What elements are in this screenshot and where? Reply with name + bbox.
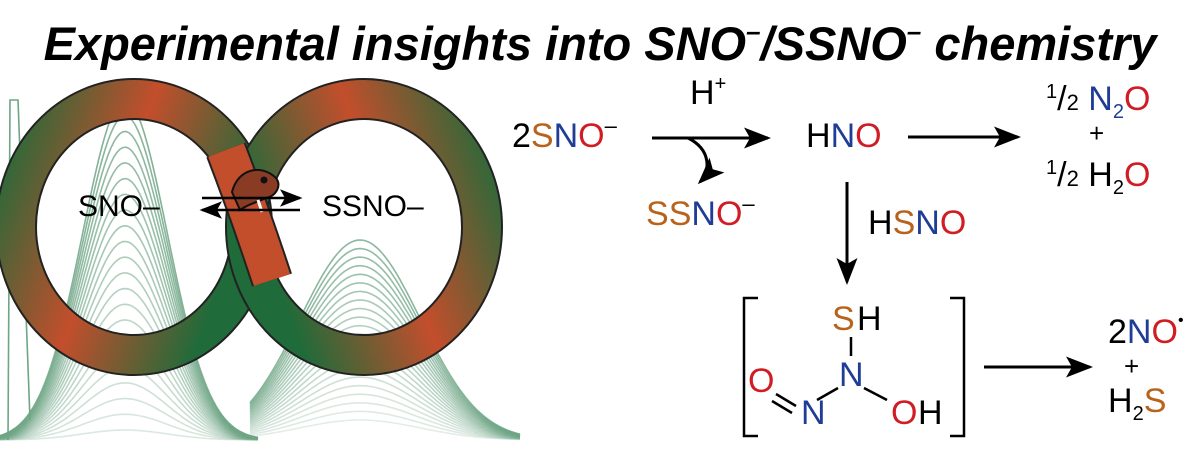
- spectrum-trace-left: [0, 256, 259, 440]
- spectrum-trace-right: [249, 316, 521, 438]
- spectrum-trace-right: [249, 419, 521, 441]
- spectrum-trace-left: [0, 240, 259, 440]
- plus-sign: +: [1089, 118, 1104, 148]
- atom-o-hydroxyl: O: [891, 394, 917, 432]
- snake-head-icon: [230, 169, 280, 213]
- spectrum-trace-left: [0, 162, 259, 439]
- hsno-reagent: HSNO: [868, 204, 966, 242]
- product-h2s: H2S: [1108, 382, 1166, 425]
- product-n2o: 1/2 N2O: [1046, 80, 1150, 123]
- spectrum-trace-left: [0, 319, 259, 440]
- hno-species: HNO: [806, 117, 882, 155]
- atom-o-nitroso: O: [748, 362, 774, 400]
- spectrum-trace-right: [249, 402, 521, 440]
- spectrum-trace-left: [0, 413, 258, 441]
- spectrum-trace-right: [249, 376, 521, 439]
- page-title: Experimental insights into SNO–/SSNO– ch…: [43, 16, 1157, 70]
- ouroboros-ring: [0, 78, 503, 376]
- atom-n-left: N: [801, 394, 826, 432]
- byproduct-ssno: SSNO–: [646, 191, 755, 233]
- spectrum-trace-left: [0, 146, 259, 439]
- sno-anion-label: SNO–: [78, 190, 160, 223]
- product-no: 2NO•: [1108, 312, 1184, 351]
- intermediate-structure: S H N N O O H: [748, 300, 943, 432]
- atom-h-hydroxyl: H: [918, 394, 943, 432]
- spectrum-trace-right: [249, 290, 521, 437]
- spectrum-trace-left: [0, 177, 259, 439]
- reactant-sno: 2SNO–: [512, 113, 618, 155]
- spectrum-trace-left: [0, 130, 259, 439]
- atom-n-center: N: [839, 356, 864, 394]
- atom-h-thiol: H: [857, 300, 882, 338]
- spectrum-trace-left: [0, 272, 259, 440]
- product-h2o: 1/2 H2O: [1046, 156, 1150, 199]
- spectrum-trace-left: [0, 303, 259, 440]
- plus-sign-2: +: [1124, 351, 1139, 381]
- arrow-byproduct: [687, 136, 725, 185]
- spectrum-trace-left: [0, 429, 258, 441]
- spectrum-trace-left: [0, 193, 259, 439]
- spectrum-trace-right: [249, 393, 521, 440]
- ssno-anion-label: SSNO–: [322, 190, 424, 223]
- spectrum-trace-right: [249, 410, 521, 440]
- spectrum-trace-right: [249, 299, 521, 437]
- acid-label: H+: [690, 73, 726, 112]
- reaction-scheme: 2SNO– H+ SSNO– HNO 1/2 N2O + 1/2 H2O: [512, 73, 1184, 438]
- spectrum-trace-left: [0, 287, 259, 440]
- spectrum-trace-left: [0, 209, 259, 440]
- bracket-left: [742, 296, 758, 438]
- spectrum-trace-right: [249, 384, 521, 440]
- atom-s: S: [832, 300, 855, 338]
- spectrum-trace-left: [0, 224, 259, 440]
- spectrum-trace-right: [249, 367, 521, 439]
- spectrum-trace-left: [0, 397, 259, 441]
- spectrum-trace-right: [249, 307, 521, 437]
- bracket-right: [950, 296, 966, 438]
- spectrum-trace-left: [0, 382, 259, 441]
- equilibrium-arrows-icon: [199, 189, 303, 219]
